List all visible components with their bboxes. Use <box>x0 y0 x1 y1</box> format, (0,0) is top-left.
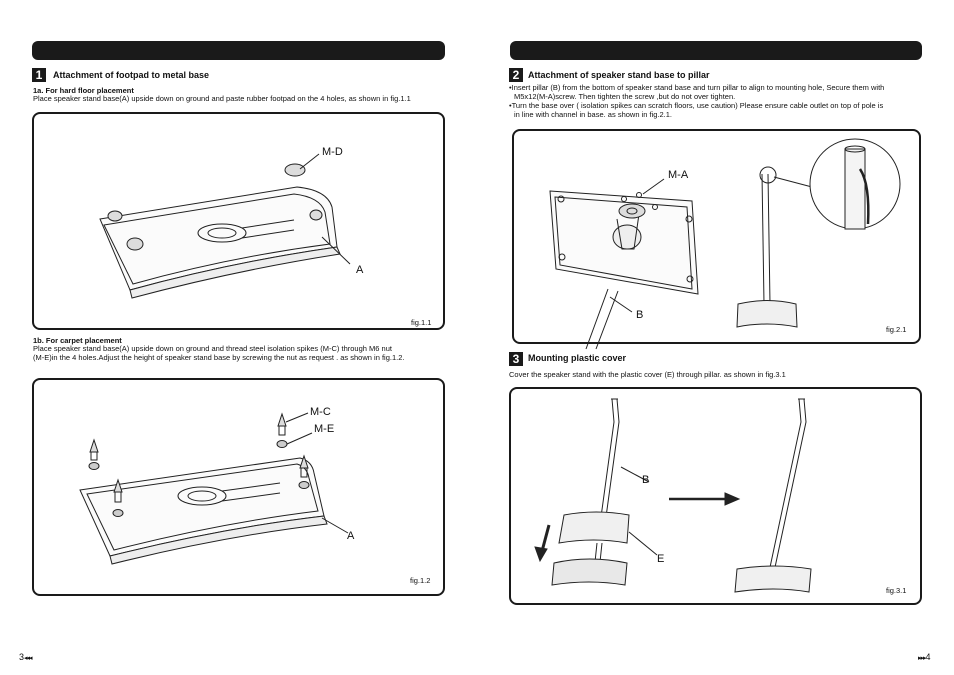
fig-1-2-label-me: M-E <box>314 423 335 435</box>
figure-2-1-drawing <box>549 138 901 350</box>
step-3-badge: 3 <box>509 352 523 366</box>
section-2-bullet-2-line-2: in line with channel in base. as shown i… <box>514 110 673 119</box>
left-page-number: 3◂◂◂ <box>19 652 33 662</box>
fig-2-1-caption: fig.2.1 <box>886 325 907 334</box>
section-1b-text-1: Place speaker stand base(A) upside down … <box>33 344 392 353</box>
section-1a-title: 1a. For hard floor placement <box>33 86 134 95</box>
step-2-badge: 2 <box>509 68 523 82</box>
left-header-bar <box>32 41 445 60</box>
fig-1-1-caption: fig.1.1 <box>411 318 432 327</box>
fig-1-2-caption: fig.1.2 <box>410 576 431 585</box>
right-header-bar <box>510 41 922 60</box>
section-1b-title: 1b. For carpet placement <box>33 336 122 345</box>
section-2-bullet-2-line-1: •Turn the base over ( isolation spikes c… <box>509 101 884 110</box>
fig-2-1-label-ma: M-A <box>668 169 689 181</box>
arrow-left-icon: ◂◂◂ <box>24 655 32 662</box>
fig-1-2-label-a: A <box>347 530 355 542</box>
section-3-text: Cover the speaker stand with the plastic… <box>509 370 786 379</box>
arrow-right-icon: ▸▸▸ <box>918 655 926 662</box>
figure-1-2-drawing <box>79 412 349 565</box>
fig-2-1-label-b: B <box>636 309 644 321</box>
right-page-number: ▸▸▸4 <box>918 652 931 662</box>
fig-3-1-caption: fig.3.1 <box>886 586 907 595</box>
section-2-bullet-1-line-1: •Insert pillar (B) from the bottom of sp… <box>509 83 885 92</box>
fig-1-2-label-mc: M-C <box>310 406 331 418</box>
section-1-title: Attachment of footpad to metal base <box>53 70 210 80</box>
figure-3-1-drawing <box>534 398 812 593</box>
section-2-title: Attachment of speaker stand base to pill… <box>528 70 710 80</box>
step-1-badge: 1 <box>32 68 46 82</box>
fig-1-1-label-a: A <box>356 264 364 276</box>
fig-3-1-label-e: E <box>657 553 665 565</box>
section-1a-text: Place speaker stand base(A) upside down … <box>33 94 411 103</box>
section-3-title: Mounting plastic cover <box>528 353 627 363</box>
figure-1-1-drawing <box>99 153 351 299</box>
fig-1-1-label-md: M-D <box>322 146 343 158</box>
section-1b-text-2: (M-E)in the 4 holes.Adjust the height of… <box>33 353 405 362</box>
section-2-bullet-1-line-2: M5x12(M-A)screw. Then tighten the screw … <box>514 92 736 101</box>
fig-3-1-label-b: B <box>642 474 650 486</box>
